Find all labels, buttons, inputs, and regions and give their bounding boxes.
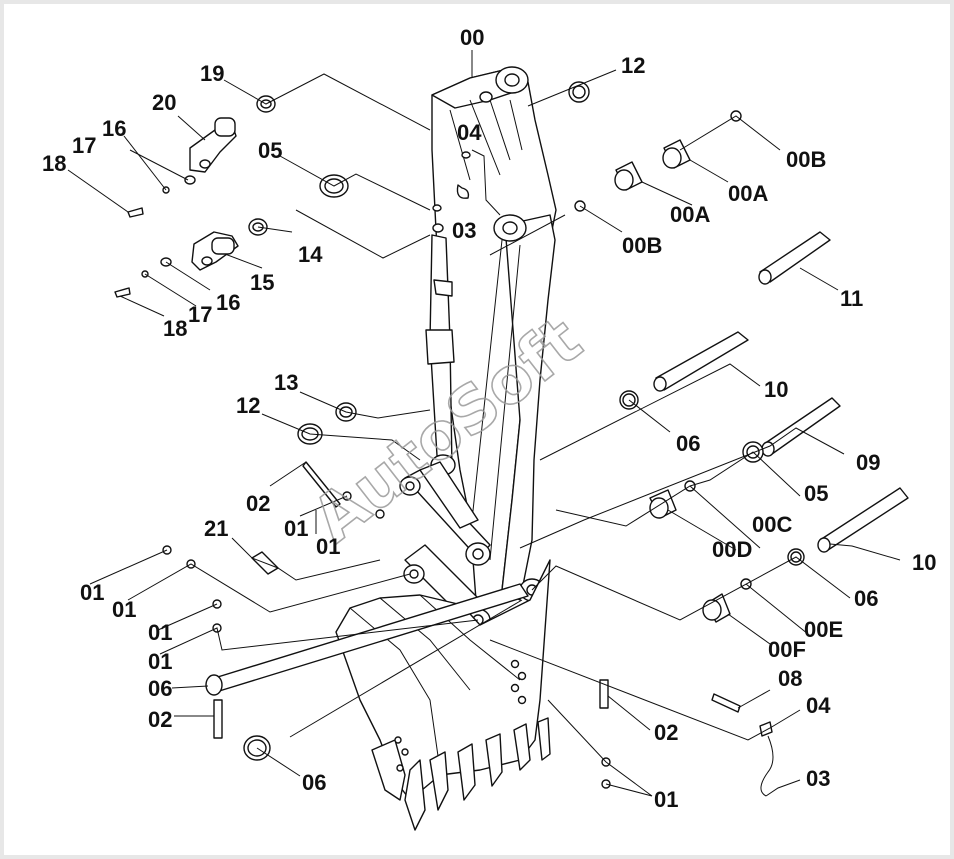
label-05-right: 05 bbox=[804, 481, 828, 506]
label-20: 20 bbox=[152, 90, 176, 115]
label-04-upper: 04 bbox=[457, 120, 482, 145]
label-01-bolt-a: 01 bbox=[284, 516, 308, 541]
label-00F: 00F bbox=[768, 637, 806, 662]
part-labels: 00 12 19 20 16 17 18 05 04 03 14 15 16 1… bbox=[42, 25, 936, 812]
label-11: 11 bbox=[840, 286, 863, 311]
label-19: 19 bbox=[200, 61, 224, 86]
label-00: 00 bbox=[460, 25, 484, 50]
label-10-lower: 10 bbox=[912, 550, 936, 575]
arm-assembly bbox=[431, 66, 566, 601]
label-01-left-a: 01 bbox=[80, 580, 104, 605]
label-08: 08 bbox=[778, 666, 802, 691]
label-00B-lower: 00B bbox=[622, 233, 662, 258]
label-00C: 00C bbox=[752, 512, 792, 537]
pin-assembly-lower bbox=[114, 218, 268, 298]
label-00D: 00D bbox=[712, 537, 752, 562]
label-06-upper: 06 bbox=[676, 431, 700, 456]
label-17-lower: 17 bbox=[188, 302, 212, 327]
label-16-lower: 16 bbox=[216, 290, 240, 315]
label-01-bolt-b: 01 bbox=[316, 534, 340, 559]
label-06-bottom: 06 bbox=[302, 770, 326, 795]
label-18-lower: 18 bbox=[163, 316, 187, 341]
label-01-bottom: 01 bbox=[654, 787, 678, 812]
label-15: 15 bbox=[250, 270, 274, 295]
label-01-left-c: 01 bbox=[148, 620, 172, 645]
label-02-left-lower: 02 bbox=[148, 707, 172, 732]
loose-parts bbox=[162, 81, 909, 797]
label-00A-right: 00A bbox=[728, 181, 768, 206]
label-12-top: 12 bbox=[621, 53, 645, 78]
label-01-left-d: 01 bbox=[148, 649, 172, 674]
label-12-left: 12 bbox=[236, 393, 260, 418]
label-03-upper: 03 bbox=[452, 218, 476, 243]
label-02-right: 02 bbox=[654, 720, 678, 745]
label-18-upper: 18 bbox=[42, 151, 66, 176]
label-21: 21 bbox=[204, 516, 228, 541]
label-05-upper: 05 bbox=[258, 138, 282, 163]
label-00A-left: 00A bbox=[670, 202, 710, 227]
label-00E: 00E bbox=[804, 617, 843, 642]
label-16-upper: 16 bbox=[102, 116, 126, 141]
label-10-upper: 10 bbox=[764, 377, 788, 402]
label-14: 14 bbox=[298, 242, 323, 267]
label-04-lower: 04 bbox=[806, 693, 831, 718]
label-03-lower: 03 bbox=[806, 766, 830, 791]
bucket bbox=[335, 559, 551, 831]
label-00B-top: 00B bbox=[786, 147, 826, 172]
label-06-left: 06 bbox=[148, 676, 172, 701]
leader-lines bbox=[67, 50, 901, 797]
label-06-right: 06 bbox=[854, 586, 878, 611]
label-02-left: 02 bbox=[246, 491, 270, 516]
label-13: 13 bbox=[274, 370, 298, 395]
label-09: 09 bbox=[856, 450, 880, 475]
label-01-left-b: 01 bbox=[112, 597, 136, 622]
pin-assembly-upper bbox=[127, 95, 276, 218]
label-17-upper: 17 bbox=[72, 133, 96, 158]
